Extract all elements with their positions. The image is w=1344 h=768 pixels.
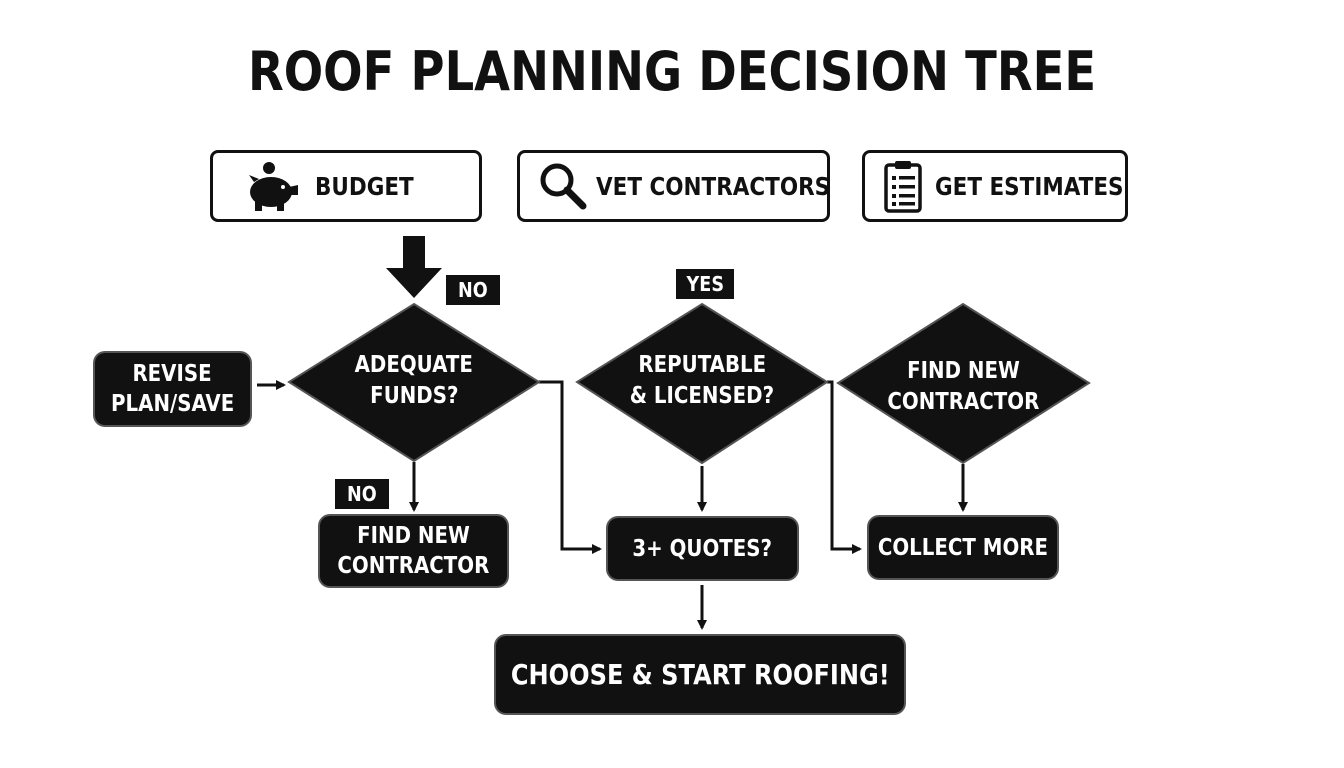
header-vet-contractors: VET CONTRACTORS xyxy=(517,150,830,222)
box-choose-start-roofing: CHOOSE & START ROOFING! xyxy=(496,636,904,713)
diamond-adequate-funds xyxy=(287,302,541,463)
box-revise-line2: PLAN/SAVE xyxy=(110,391,235,417)
diamond-reputable-licensed xyxy=(575,302,829,465)
diamond-reputable-line1: REPUTABLE xyxy=(638,352,766,378)
diamond-findnew-text: FIND NEW CONTRACTOR xyxy=(858,352,1068,422)
arrow-reputable-to-collect xyxy=(827,380,862,554)
header-budget: BUDGET xyxy=(210,150,482,222)
clipboard-list-icon xyxy=(883,156,923,216)
header-get-estimates: GET ESTIMATES xyxy=(862,150,1128,222)
tag-no-top-text: NO xyxy=(458,278,488,302)
piggy-bank-icon xyxy=(231,156,315,216)
tag-no-bottom: NO xyxy=(335,479,389,509)
header-estimates-label: GET ESTIMATES xyxy=(935,171,1124,201)
header-budget-label: BUDGET xyxy=(315,171,414,201)
box-revise-plan: REVISE PLAN/SAVE xyxy=(95,353,250,425)
header-vet-label: VET CONTRACTORS xyxy=(596,171,831,201)
page-title: ROOF PLANNING DECISION TREE xyxy=(247,40,1097,103)
tag-no-bottom-text: NO xyxy=(347,482,377,506)
diamond-funds-line1: ADEQUATE xyxy=(354,352,474,378)
diamond-funds-line2: FUNDS? xyxy=(369,383,459,409)
diamond-funds-text: ADEQUATE FUNDS? xyxy=(309,346,519,416)
arrow-funds-to-quotes xyxy=(538,380,602,554)
tag-yes-text: YES xyxy=(686,272,724,296)
box-choose-label: CHOOSE & START ROOFING! xyxy=(510,657,890,691)
tag-yes: YES xyxy=(676,269,734,299)
diamond-findnew-line1: FIND NEW xyxy=(906,358,1020,384)
diamond-reputable-line2: & LICENSED? xyxy=(629,383,775,409)
box-findnew-line2: CONTRACTOR xyxy=(337,553,490,579)
diamond-findnew-line2: CONTRACTOR xyxy=(887,389,1039,415)
box-find-new-contractor: FIND NEW CONTRACTOR xyxy=(320,516,507,586)
diamond-find-new-contractor xyxy=(836,302,1091,465)
box-quotes-label: 3+ QUOTES? xyxy=(632,535,773,562)
box-collect-label: COLLECT MORE xyxy=(877,534,1049,561)
box-findnew-line1: FIND NEW xyxy=(357,523,470,549)
box-collect-more: COLLECT MORE xyxy=(869,517,1057,578)
tag-no-top: NO xyxy=(446,275,500,305)
box-3-quotes: 3+ QUOTES? xyxy=(608,518,797,579)
diamond-reputable-text: REPUTABLE & LICENSED? xyxy=(597,346,807,416)
box-revise-line1: REVISE xyxy=(132,361,213,387)
magnifier-icon xyxy=(538,156,588,216)
big-down-arrow xyxy=(386,236,442,298)
